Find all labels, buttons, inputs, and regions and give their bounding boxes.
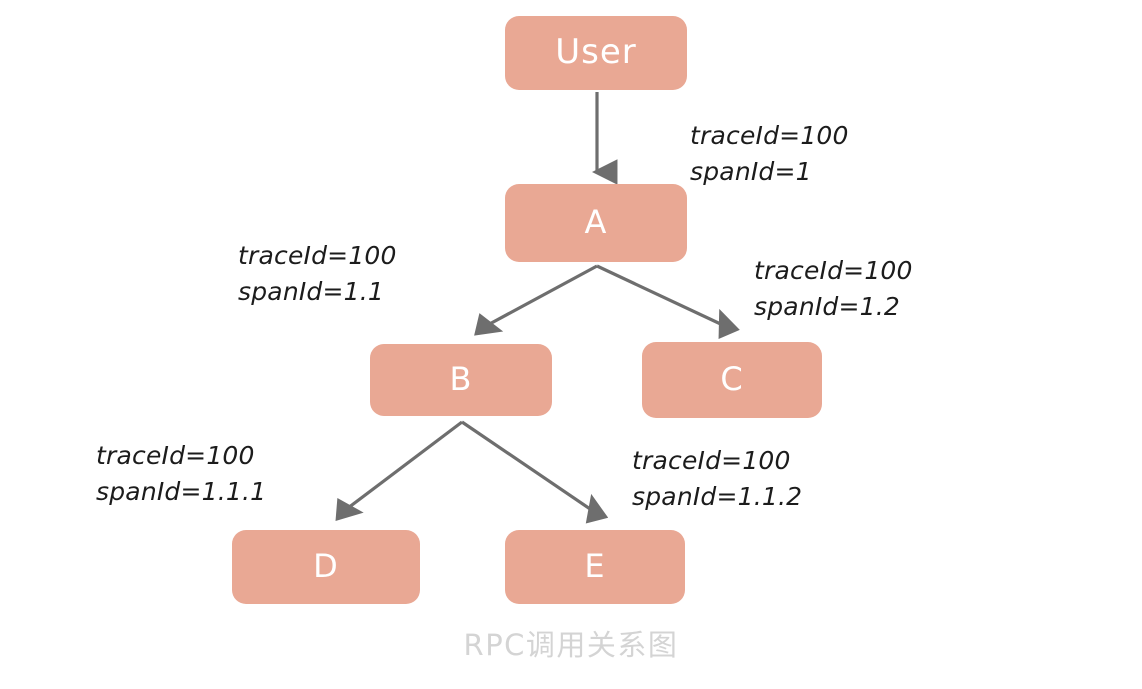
node-b[interactable]: B xyxy=(370,344,552,416)
edge-label-b-to-e: traceId=100 spanId=1.1.2 xyxy=(632,443,802,514)
node-c-label: C xyxy=(720,360,744,398)
edge-label-spanid: spanId=1.1.2 xyxy=(632,481,803,511)
diagram-caption: RPC调用关系图 xyxy=(463,628,679,662)
edge-label-traceid: traceId=100 xyxy=(754,256,913,285)
edge-label-spanid: spanId=1.2 xyxy=(754,291,901,321)
edge-label-traceid: traceId=100 xyxy=(96,441,255,470)
node-d[interactable]: D xyxy=(232,530,420,604)
edge-b-to-d xyxy=(335,420,463,522)
node-c[interactable]: C xyxy=(642,342,822,418)
node-b-label: B xyxy=(449,360,473,398)
edge-b-to-e xyxy=(461,420,609,524)
node-a[interactable]: A xyxy=(505,184,687,262)
edge-label-spanid: spanId=1.1 xyxy=(238,276,385,306)
edge-label-a-to-b: traceId=100 spanId=1.1 xyxy=(238,238,397,309)
node-e-label: E xyxy=(584,547,606,585)
edge-a-to-b xyxy=(474,264,598,336)
edge-label-spanid: spanId=1 xyxy=(690,156,812,186)
edge-label-traceid: traceId=100 xyxy=(632,446,791,475)
edge-label-traceid: traceId=100 xyxy=(238,241,397,270)
edge-label-user-to-a: traceId=100 spanId=1 xyxy=(690,118,849,189)
node-user-label: User xyxy=(555,32,637,72)
node-a-label: A xyxy=(584,203,608,241)
node-user[interactable]: User xyxy=(505,16,687,90)
node-d-label: D xyxy=(313,547,339,585)
edge-label-a-to-c: traceId=100 spanId=1.2 xyxy=(754,253,913,324)
edge-label-traceid: traceId=100 xyxy=(690,121,849,150)
node-e[interactable]: E xyxy=(505,530,685,604)
edge-a-to-c xyxy=(596,264,740,339)
edge-label-b-to-d: traceId=100 spanId=1.1.1 xyxy=(96,438,266,509)
edge-label-spanid: spanId=1.1.1 xyxy=(96,476,267,506)
